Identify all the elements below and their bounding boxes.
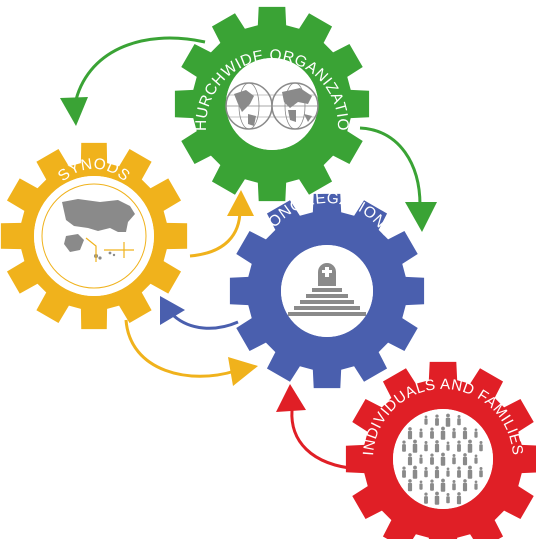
person-figure bbox=[419, 480, 423, 490]
person-figure bbox=[424, 466, 428, 478]
gear-synods-body bbox=[0, 142, 188, 330]
arrows bbox=[60, 36, 437, 471]
person-figure bbox=[452, 453, 456, 465]
arrow-individuals-to-congregations bbox=[276, 384, 359, 471]
person-figure bbox=[412, 465, 418, 479]
person-figure bbox=[440, 426, 446, 440]
person-figure bbox=[462, 453, 468, 466]
person-figure bbox=[402, 466, 406, 478]
person-figure bbox=[474, 480, 478, 490]
person-figure bbox=[445, 413, 451, 427]
person-figure bbox=[457, 440, 461, 452]
gear-congregations-body bbox=[229, 193, 425, 389]
church-altar-icon bbox=[288, 263, 366, 316]
arrow-churchwide-to-congregations bbox=[359, 126, 437, 232]
person-figure bbox=[474, 454, 478, 464]
person-figure bbox=[440, 478, 446, 492]
arrow-churchwide-to-synods bbox=[60, 36, 206, 126]
person-figure bbox=[430, 427, 434, 439]
person-figure bbox=[412, 439, 418, 453]
person-figure bbox=[424, 440, 428, 452]
person-figure bbox=[424, 415, 428, 425]
person-figure bbox=[434, 491, 440, 505]
person-figure bbox=[446, 492, 450, 504]
person-figure bbox=[419, 428, 423, 438]
arrow-congregations-to-synods bbox=[160, 296, 239, 330]
gear-individuals: INDIVIDUALS AND FAMILIES bbox=[345, 361, 536, 539]
person-figure bbox=[435, 414, 439, 426]
person-figure bbox=[424, 492, 428, 504]
person-figure bbox=[462, 427, 468, 440]
person-figure bbox=[457, 466, 461, 478]
person-figure bbox=[467, 439, 473, 453]
globe-icon bbox=[225, 82, 319, 130]
arrow-synods-to-churchwide bbox=[189, 190, 254, 258]
person-figure bbox=[419, 454, 423, 464]
person-figure bbox=[457, 414, 461, 426]
person-figure bbox=[407, 453, 413, 466]
person-figure bbox=[479, 466, 483, 478]
person-figure bbox=[446, 467, 450, 477]
person-figure bbox=[474, 428, 478, 438]
person-figure bbox=[407, 479, 413, 492]
person-figure bbox=[434, 440, 440, 453]
person-figure bbox=[479, 440, 483, 452]
person-figure bbox=[467, 465, 473, 479]
person-figure bbox=[430, 479, 434, 491]
person-figure bbox=[452, 479, 456, 491]
person-figure bbox=[462, 479, 468, 492]
usa-map-icon bbox=[62, 199, 135, 262]
gear-synods: SYNODS bbox=[0, 142, 188, 330]
person-figure bbox=[446, 441, 450, 451]
person-figure bbox=[407, 427, 413, 440]
person-figure bbox=[430, 453, 434, 465]
person-figure bbox=[456, 492, 462, 505]
person-figure bbox=[452, 427, 456, 439]
person-figure bbox=[440, 452, 446, 466]
people-crowd-icon bbox=[402, 413, 483, 505]
gear-congregations: CONGREGATIONS bbox=[229, 190, 425, 389]
arrow-synods-to-congregations bbox=[124, 319, 258, 386]
gear-individuals-body bbox=[345, 361, 536, 539]
gear-churchwide-body bbox=[174, 6, 370, 202]
person-figure bbox=[402, 440, 406, 452]
person-figure bbox=[434, 466, 440, 479]
